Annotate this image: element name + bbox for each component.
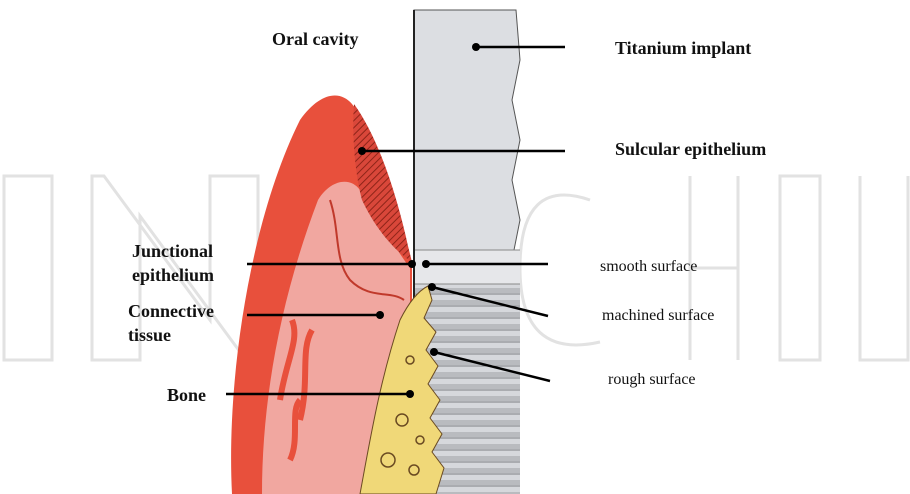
label-sulcular-epithelium: Sulcular epithelium [615,138,766,160]
label-connective-tissue-line1: Connective [128,300,214,322]
label-bone: Bone [167,384,206,406]
label-junctional-epithelium-line1: Junctional [132,240,213,262]
label-machined-surface: machined surface [602,306,714,326]
label-titanium-implant: Titanium implant [615,37,751,59]
label-smooth-surface: smooth surface [600,257,697,277]
label-rough-surface: rough surface [608,370,696,390]
label-connective-tissue-line2: tissue [128,324,171,346]
label-junctional-epithelium-line2: epithelium [132,264,214,286]
label-oral-cavity: Oral cavity [272,28,358,50]
